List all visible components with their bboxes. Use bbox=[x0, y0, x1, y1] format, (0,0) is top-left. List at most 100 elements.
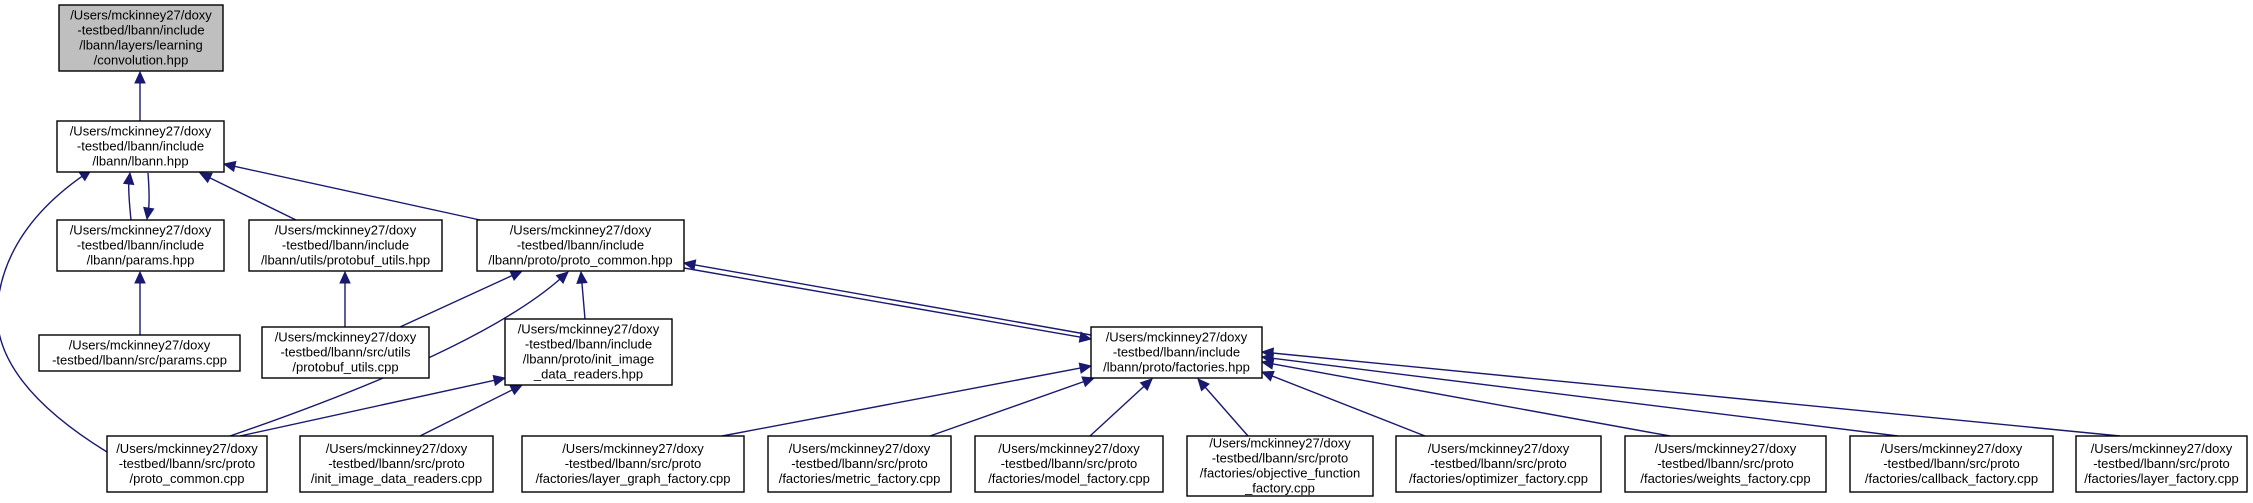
node-proto_common_cpp[interactable]: /Users/mckinney27/doxy-testbed/lbann/src… bbox=[106, 435, 268, 493]
edge-arrowhead bbox=[1260, 370, 1275, 382]
node-init_image_hpp[interactable]: /Users/mckinney27/doxy-testbed/lbann/inc… bbox=[504, 318, 673, 386]
edge-layer_graph_factory-to-factories_hpp bbox=[721, 362, 1093, 437]
edge-objective_function_factory-to-factories_hpp bbox=[1197, 378, 1249, 437]
node-label-line: /factories/callback_factory.cpp bbox=[1865, 471, 2038, 486]
node-box bbox=[299, 435, 494, 493]
node-label-line: -testbed/lbann/include bbox=[525, 337, 652, 352]
edge-line bbox=[419, 388, 515, 437]
node-box bbox=[2075, 435, 2248, 493]
edge-arrowhead bbox=[509, 384, 524, 396]
node-label-line: /Users/mckinney27/doxy bbox=[789, 441, 931, 456]
node-callback_factory[interactable]: /Users/mckinney27/doxy-testbed/lbann/src… bbox=[1849, 435, 2054, 493]
edge-protobuf_utils_hpp-to-lbann_hpp bbox=[198, 172, 297, 221]
node-label-line: /lbann/layers/learning bbox=[79, 38, 203, 53]
node-params_hpp[interactable]: /Users/mckinney27/doxy-testbed/lbann/inc… bbox=[56, 219, 225, 272]
node-objective_function_factory[interactable]: /Users/mckinney27/doxy-testbed/lbann/src… bbox=[1186, 435, 1374, 497]
node-label-line: /factories/layer_factory.cpp bbox=[2084, 471, 2238, 486]
node-box bbox=[504, 318, 673, 386]
node-layer_graph_factory[interactable]: /Users/mckinney27/doxy-testbed/lbann/src… bbox=[521, 435, 745, 493]
node-label-line: _factory.cpp bbox=[1244, 481, 1315, 496]
node-weights_factory[interactable]: /Users/mckinney27/doxy-testbed/lbann/src… bbox=[1624, 435, 1827, 493]
node-label-line: /init_image_data_readers.cpp bbox=[311, 471, 482, 486]
edge-optimizer_factory-to-factories_hpp bbox=[1260, 370, 1426, 437]
edge-line bbox=[683, 267, 1083, 339]
node-init_image_cpp[interactable]: /Users/mckinney27/doxy-testbed/lbann/src… bbox=[299, 435, 494, 493]
node-optimizer_factory[interactable]: /Users/mckinney27/doxy-testbed/lbann/src… bbox=[1395, 435, 1602, 493]
node-label-line: /Users/mckinney27/doxy bbox=[1209, 436, 1351, 451]
node-label-line: /lbann/proto/init_image bbox=[523, 352, 655, 367]
node-params_cpp[interactable]: /Users/mckinney27/doxy-testbed/lbann/src… bbox=[38, 334, 241, 372]
node-box bbox=[521, 435, 745, 493]
node-box bbox=[248, 219, 443, 272]
edge-line bbox=[1270, 374, 1426, 437]
node-label-line: -testbed/lbann/src/proto bbox=[565, 456, 702, 471]
node-factories_hpp[interactable]: /Users/mckinney27/doxy-testbed/lbann/inc… bbox=[1090, 326, 1263, 379]
node-metric_factory[interactable]: /Users/mckinney27/doxy-testbed/lbann/src… bbox=[767, 435, 952, 493]
edge-line bbox=[399, 274, 515, 328]
node-box bbox=[1395, 435, 1602, 493]
edge-arrowhead bbox=[122, 171, 135, 186]
edge-line bbox=[1270, 362, 1671, 437]
edge-arrowhead bbox=[134, 70, 146, 84]
edge-line bbox=[1089, 384, 1146, 437]
edge-arrowhead bbox=[509, 270, 524, 282]
edge-line bbox=[721, 366, 1083, 437]
node-box bbox=[1186, 435, 1374, 497]
edge-line bbox=[147, 172, 150, 211]
edge-proto_common_cpp-to-init_image_hpp bbox=[239, 374, 507, 437]
edge-protobuf_utils_cpp-to-protobuf_utils_hpp bbox=[339, 270, 351, 327]
node-proto_common_hpp[interactable]: /Users/mckinney27/doxy-testbed/lbann/inc… bbox=[476, 219, 685, 272]
node-label-line: _data_readers.hpp bbox=[533, 367, 643, 382]
node-label-line: -testbed/lbann/src/proto bbox=[1883, 456, 2020, 471]
node-label-line: -testbed/lbann/src/proto bbox=[1001, 456, 1138, 471]
node-label-line: /factories/model_factory.cpp bbox=[988, 471, 1150, 486]
node-label-line: -testbed/lbann/include bbox=[77, 238, 204, 253]
node-model_factory[interactable]: /Users/mckinney27/doxy-testbed/lbann/src… bbox=[974, 435, 1164, 493]
node-label-line: -testbed/lbann/include bbox=[77, 23, 204, 38]
node-label-line: /factories/layer_graph_factory.cpp bbox=[536, 471, 731, 486]
edge-arrowhead bbox=[1078, 331, 1093, 343]
node-protobuf_utils_hpp[interactable]: /Users/mckinney27/doxy-testbed/lbann/inc… bbox=[248, 219, 443, 272]
node-label-line: -testbed/lbann/src/proto bbox=[2093, 456, 2230, 471]
node-label-line: /protobuf_utils.cpp bbox=[292, 360, 398, 375]
edge-line bbox=[239, 379, 497, 437]
node-box bbox=[106, 435, 268, 493]
node-box bbox=[56, 120, 225, 173]
node-label-line: -testbed/lbann/src/utils bbox=[280, 345, 411, 360]
node-label-line: -testbed/lbann/src/proto bbox=[1657, 456, 1794, 471]
node-label-line: /lbann/lbann.hpp bbox=[92, 154, 188, 169]
node-label-line: -testbed/lbann/src/proto bbox=[1430, 456, 1567, 471]
node-label-line: /Users/mckinney27/doxy bbox=[1655, 441, 1797, 456]
edge-line bbox=[581, 280, 586, 320]
node-label-line: /Users/mckinney27/doxy bbox=[510, 223, 652, 238]
edge-line bbox=[229, 277, 562, 437]
node-label-line: /factories/objective_function bbox=[1200, 466, 1360, 481]
node-label-line: /Users/mckinney27/doxy bbox=[518, 322, 660, 337]
edge-params_cpp-to-params_hpp bbox=[134, 270, 146, 335]
node-label-line: -testbed/lbann/src/proto bbox=[119, 456, 256, 471]
node-label-line: -testbed/lbann/src/params.cpp bbox=[52, 353, 227, 368]
node-box bbox=[767, 435, 952, 493]
node-protobuf_utils_cpp[interactable]: /Users/mckinney27/doxy-testbed/lbann/src… bbox=[261, 326, 430, 379]
edge-arrowhead bbox=[1078, 362, 1093, 374]
node-label-line: /lbann/proto/proto_common.hpp bbox=[488, 253, 672, 268]
node-label-line: /factories/weights_factory.cpp bbox=[1640, 471, 1810, 486]
node-label-line: /lbann/params.hpp bbox=[87, 253, 195, 268]
node-label-line: /Users/mckinney27/doxy bbox=[1881, 441, 2023, 456]
node-label-line: /Users/mckinney27/doxy bbox=[562, 441, 704, 456]
node-layer_factory[interactable]: /Users/mckinney27/doxy-testbed/lbann/src… bbox=[2075, 435, 2248, 493]
node-label-line: /Users/mckinney27/doxy bbox=[70, 8, 212, 23]
edge-init_image_hpp-to-proto_common_hpp bbox=[576, 270, 588, 320]
edge-line bbox=[128, 181, 132, 221]
edge-line bbox=[692, 263, 1092, 336]
edge-arrowhead bbox=[576, 270, 588, 284]
edge-lbann_hpp-to-params_hpp bbox=[143, 172, 155, 221]
node-label-line: /Users/mckinney27/doxy bbox=[1106, 330, 1248, 345]
node-convolution[interactable]: /Users/mckinney27/doxy-testbed/lbann/inc… bbox=[58, 4, 224, 72]
node-label-line: /Users/mckinney27/doxy bbox=[69, 338, 211, 353]
nodes-layer: /Users/mckinney27/doxy-testbed/lbann/inc… bbox=[38, 4, 2248, 497]
node-lbann_hpp[interactable]: /Users/mckinney27/doxy-testbed/lbann/inc… bbox=[56, 120, 225, 173]
node-label-line: /lbann/proto/factories.hpp bbox=[1103, 360, 1250, 375]
node-label-line: -testbed/lbann/include bbox=[517, 238, 644, 253]
